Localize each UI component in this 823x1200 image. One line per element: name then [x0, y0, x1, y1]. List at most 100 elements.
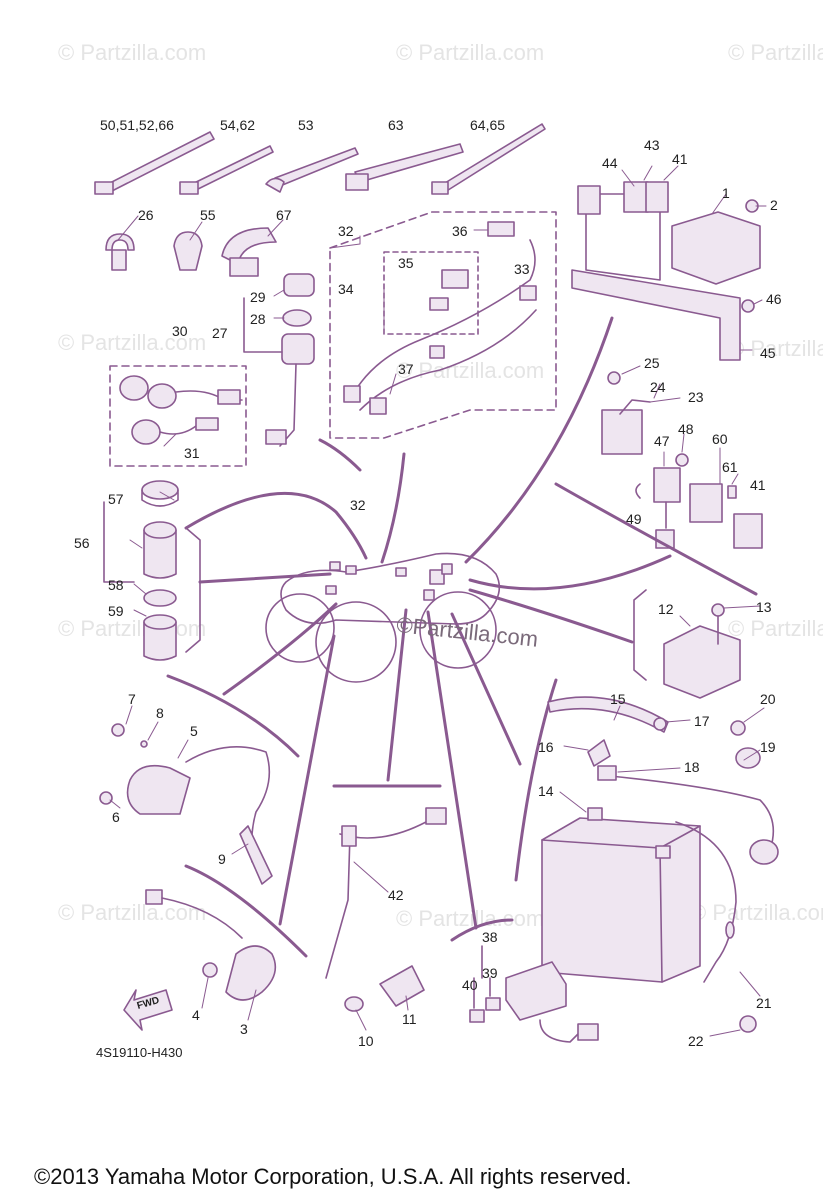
callout-47: 47 [654, 433, 670, 449]
callout-34: 34 [338, 281, 354, 297]
callout-leaders [109, 165, 767, 1037]
callout-28: 28 [250, 311, 266, 327]
callout-20: 20 [760, 691, 776, 707]
fuse-box-60-61 [689, 483, 737, 523]
callout-56: 56 [74, 535, 90, 551]
rectifier-bracket [633, 589, 647, 681]
diagram-code: 4S19110-H430 [96, 1045, 183, 1060]
clamp-67 [221, 227, 277, 277]
callout-40: 40 [462, 977, 478, 993]
dc-socket-group [103, 480, 179, 661]
callout-61: 61 [722, 459, 738, 475]
callout-49: 49 [626, 511, 642, 527]
callout-33: 33 [514, 261, 530, 277]
callout-48: 48 [678, 421, 694, 437]
lamp-sockets [119, 375, 243, 445]
main-switch-assembly [243, 273, 315, 447]
callout-3: 3 [240, 1021, 248, 1037]
callout-37: 37 [398, 361, 414, 377]
callout-30: 30 [172, 323, 188, 339]
watermark: © Partzilla.com [58, 616, 207, 641]
battery-cables [597, 720, 779, 1033]
callout-23: 23 [688, 389, 704, 405]
callout-53: 53 [298, 117, 314, 133]
speed-sensor [145, 889, 277, 1001]
cable-tie-54-62 [179, 145, 274, 195]
forward-arrow [123, 989, 173, 1031]
callout-38: 38 [482, 929, 498, 945]
wire-harness-box [329, 211, 557, 439]
callout-41-right: 41 [750, 477, 766, 493]
callout-41: 41 [672, 151, 688, 167]
watermark: © Partzilla.com [396, 906, 545, 931]
callout-6: 6 [112, 809, 120, 825]
starter-relay [601, 371, 651, 455]
callout-39: 39 [482, 965, 498, 981]
clamp-26 [105, 233, 135, 271]
callout-24: 24 [650, 379, 666, 395]
callout-46: 46 [766, 291, 782, 307]
neutral-switch [344, 965, 425, 1012]
copyright-notice: ©2013 Yamaha Motor Corporation, U.S.A. A… [34, 1164, 632, 1189]
callout-25: 25 [644, 355, 660, 371]
callout-64-65: 64,65 [470, 117, 506, 133]
callout-1: 1 [722, 185, 730, 201]
callout-10: 10 [358, 1033, 374, 1049]
callout-36: 36 [452, 223, 468, 239]
callout-27: 27 [212, 325, 228, 341]
lamp-socket-box [109, 365, 247, 467]
callout-16: 16 [538, 739, 554, 755]
callout-67: 67 [276, 207, 292, 223]
watermark: © Partzilla.com [728, 616, 823, 641]
cable-tie-64-65 [431, 123, 546, 195]
callout-59: 59 [108, 603, 124, 619]
callout-50-51-52-66: 50,51,52,66 [100, 117, 174, 133]
callout-7: 7 [128, 691, 136, 707]
rectifier-regulator [663, 603, 741, 699]
callout-22: 22 [688, 1033, 704, 1049]
callout-9: 9 [218, 851, 226, 867]
callout-14: 14 [538, 783, 554, 799]
vehicle-outline [265, 552, 501, 683]
callout-5: 5 [190, 723, 198, 739]
battery-band-15 [547, 696, 669, 733]
callout-35: 35 [398, 255, 414, 271]
callout-63: 63 [388, 117, 404, 133]
callout-42: 42 [388, 887, 404, 903]
damper-16 [587, 739, 611, 767]
callout-44: 44 [602, 155, 618, 171]
watermark: © Partzilla.com [58, 900, 207, 925]
callout-19: 19 [760, 739, 776, 755]
battery-14 [541, 807, 701, 983]
callout-58: 58 [108, 577, 124, 593]
relay-41-right [733, 513, 763, 549]
watermark: © Partzilla.com [396, 40, 545, 65]
callout-32-center: 32 [350, 497, 366, 513]
ecu-bracket-group [571, 181, 761, 361]
callout-8: 8 [156, 705, 164, 721]
callout-2: 2 [770, 197, 778, 213]
callout-11: 11 [402, 1011, 417, 1027]
callout-4: 4 [192, 1007, 200, 1023]
cable-tie-63 [345, 143, 464, 191]
cable-tie-53 [265, 147, 359, 193]
callout-57: 57 [108, 491, 124, 507]
watermark: © Partzilla.com [58, 40, 207, 65]
fuse-holder-group [469, 945, 599, 1043]
watermark: © Partzilla.com [58, 330, 207, 355]
callout-55: 55 [200, 207, 216, 223]
callout-18: 18 [684, 759, 700, 775]
group-leaders [166, 316, 758, 958]
callout-32-top: 32 [338, 223, 354, 239]
callout-15: 15 [610, 691, 626, 707]
callout-54-62: 54,62 [220, 117, 256, 133]
watermark: © Partzilla.com [396, 358, 545, 383]
callout-60: 60 [712, 431, 728, 447]
callout-29: 29 [250, 289, 266, 305]
wire-harness [343, 221, 537, 415]
callout-17: 17 [694, 713, 710, 729]
callout-43: 43 [644, 137, 660, 153]
watermark: © Partzilla.com [690, 900, 823, 925]
